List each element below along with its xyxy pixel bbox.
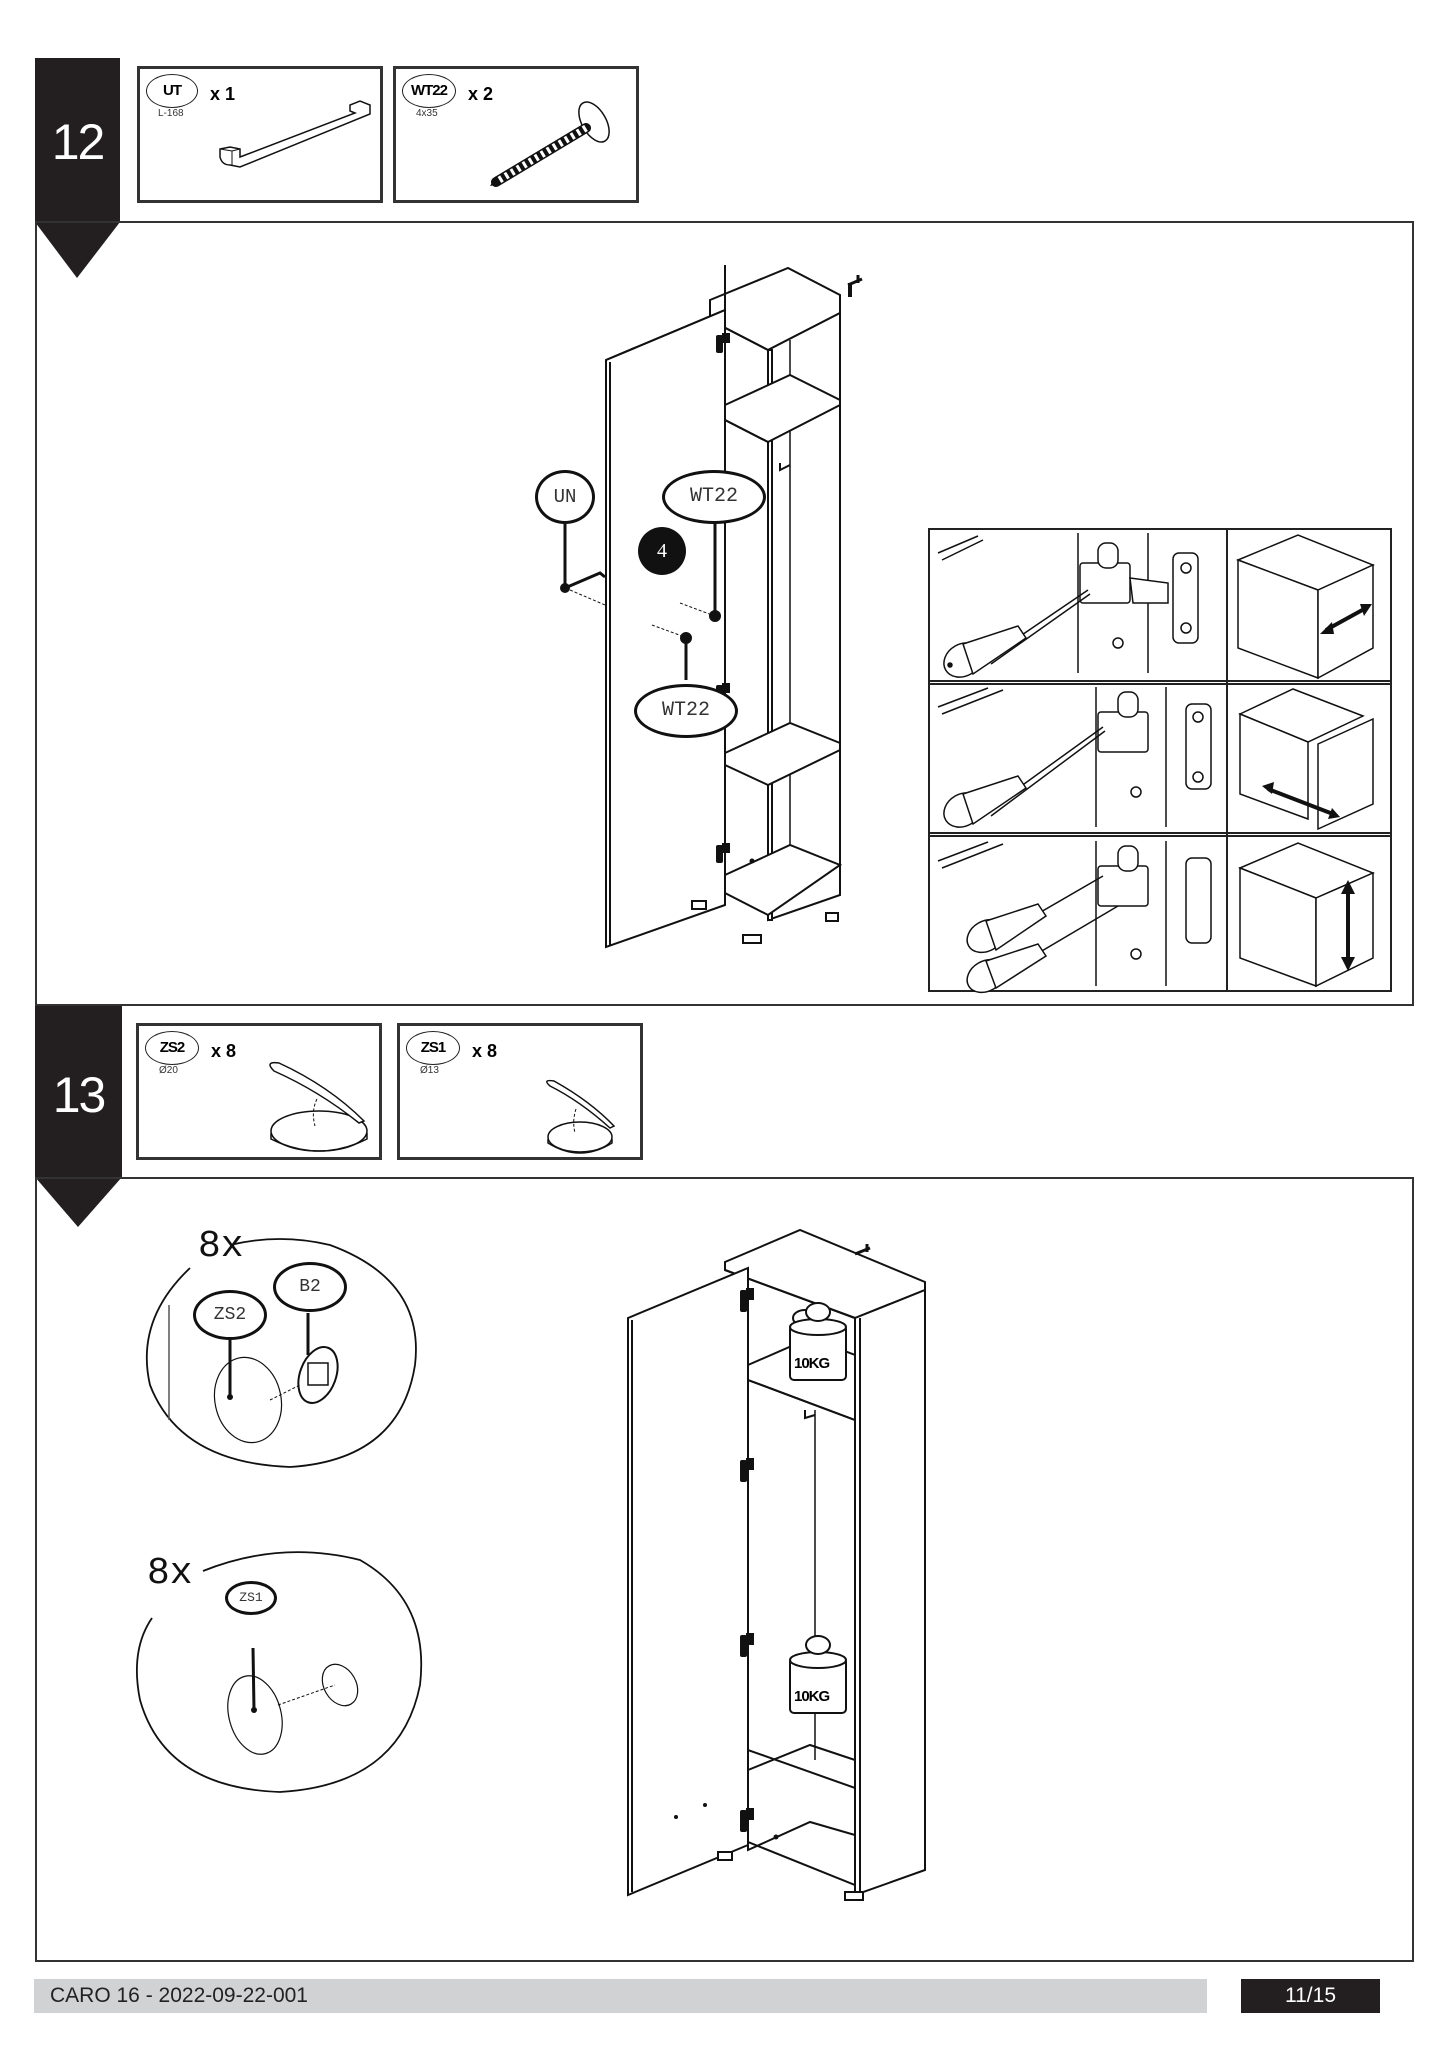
step-number: 12 — [51, 114, 106, 170]
top-bracket — [848, 283, 852, 297]
step-13-tag: 13 — [35, 1006, 122, 1178]
callout-screw-wt22: WT22 — [662, 470, 766, 524]
step-12-frame — [35, 221, 1414, 1006]
step-12-cabinet-illustration — [605, 265, 863, 949]
weight-icon — [789, 1635, 847, 1714]
part-spec: Ø13 — [420, 1065, 439, 1076]
part-id-badge: WT22 — [402, 74, 456, 108]
step-12-tag-arrow — [35, 222, 120, 278]
page-number: 11/15 — [1241, 1979, 1380, 2013]
screw-icon — [490, 101, 610, 187]
step-13-tag-arrow — [35, 1177, 122, 1227]
step-12-tag: 12 — [35, 58, 120, 223]
multiplier-label: 8x — [147, 1552, 193, 1595]
part-qty: x 8 — [472, 1041, 498, 1061]
part-card-zs1: ZS1 Ø13 x 8 — [397, 1023, 643, 1160]
row-divider — [930, 680, 1390, 685]
part-spec: 4x35 — [416, 108, 438, 119]
part-spec: Ø20 — [159, 1065, 178, 1076]
weight-label: 10KG — [794, 1688, 830, 1705]
part-qty: x 2 — [468, 84, 494, 104]
handle-icon — [219, 100, 371, 168]
double-arrow-horizontal-icon — [1235, 534, 1375, 680]
hinge-adjustment-drawings — [937, 533, 1199, 678]
document-id: CARO 16 - 2022-09-22-001 — [50, 1984, 308, 2007]
multiplier-label: 8x — [198, 1225, 244, 1268]
callout-b2: B2 — [273, 1262, 347, 1312]
weight-icon — [789, 1302, 847, 1381]
callout-zs1: ZS1 — [225, 1581, 277, 1615]
part-qty: x 8 — [211, 1041, 237, 1061]
detail-circle-zs2 — [145, 1238, 417, 1468]
part-qty: x 1 — [210, 84, 236, 104]
cover-cap-icon — [269, 1061, 368, 1152]
hinge-adjustment-panel — [928, 528, 1392, 992]
callout-leaders — [560, 514, 721, 680]
double-arrow-vertical-icon — [1238, 842, 1375, 988]
part-id-badge: ZS1 — [406, 1031, 460, 1065]
step-badge: 4 — [638, 527, 686, 575]
part-card-ut: UT L-168 x 1 — [137, 66, 383, 203]
step-13-frame — [35, 1177, 1414, 1962]
cover-cap-icon — [546, 1079, 616, 1154]
column-divider — [1226, 530, 1228, 990]
detail-circle-zs1 — [135, 1551, 423, 1793]
step-number: 13 — [52, 1067, 107, 1123]
hinge-row-3-drawing — [937, 841, 1212, 994]
callout-handle-un: UN — [535, 470, 595, 524]
part-spec: L-168 — [158, 108, 184, 119]
callout-screw-wt22: WT22 — [634, 684, 738, 738]
part-card-zs2: ZS2 Ø20 x 8 — [136, 1023, 382, 1160]
double-arrow-diagonal-icon — [1238, 688, 1374, 831]
step-13-cabinet-illustration — [627, 1228, 926, 1901]
part-id-badge: ZS2 — [145, 1031, 199, 1065]
hinge-row-2-drawing — [937, 687, 1212, 828]
callout-zs2: ZS2 — [193, 1290, 267, 1340]
part-card-wt22: WT22 4x35 x 2 — [393, 66, 639, 203]
weight-label: 10KG — [794, 1355, 830, 1372]
part-id-badge: UT — [146, 74, 198, 108]
row-divider — [930, 832, 1390, 837]
footer-bar: CARO 16 - 2022-09-22-001 — [34, 1979, 1207, 2013]
